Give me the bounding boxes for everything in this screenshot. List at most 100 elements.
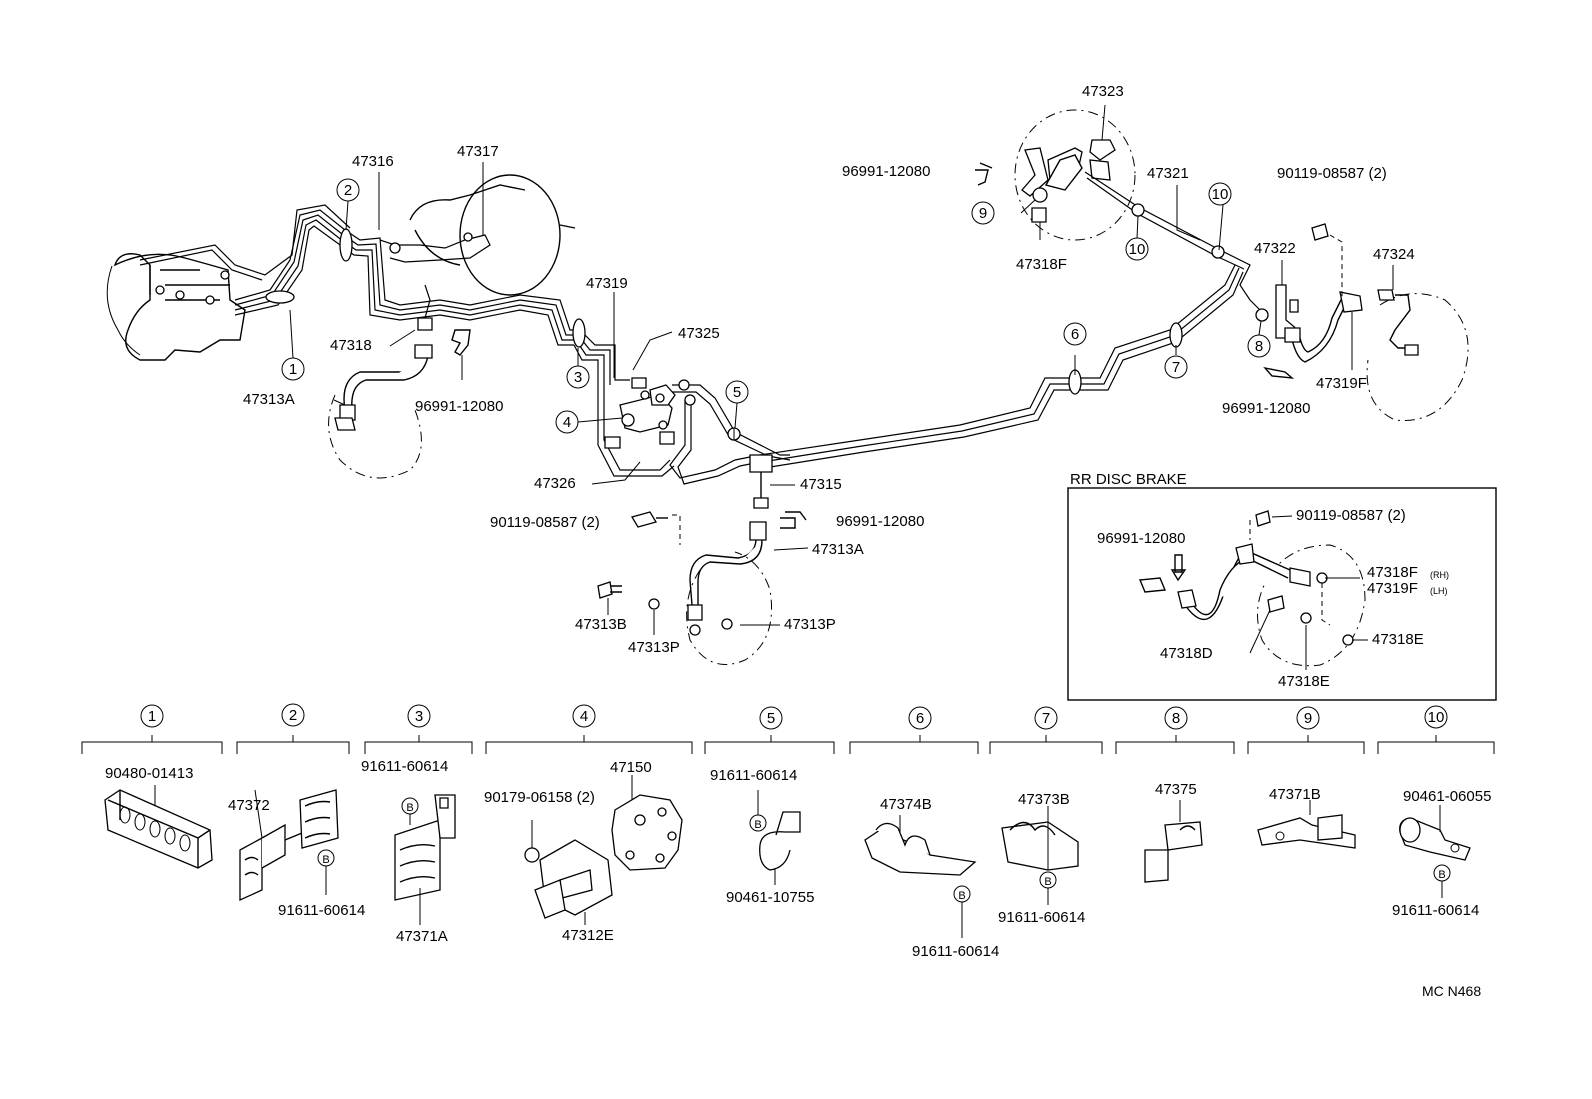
svg-text:6: 6: [916, 710, 924, 727]
svg-text:8: 8: [1172, 710, 1180, 727]
label-90179-06158: 90179-06158 (2): [484, 789, 595, 806]
label-47313P-b: 47313P: [784, 616, 836, 633]
svg-text:6: 6: [1071, 326, 1079, 343]
svg-text:1: 1: [148, 708, 156, 725]
bolt-marker: B: [754, 819, 761, 831]
label-rr-47318F: 47318F: [1367, 564, 1418, 581]
label-90480-01413: 90480-01413: [105, 765, 193, 782]
label-47313A-left: 47313A: [243, 391, 295, 408]
rr-disc-brake-title: RR DISC BRAKE: [1070, 471, 1187, 488]
label-90461-06055: 90461-06055: [1403, 788, 1491, 805]
label-90119-08587-mid: 90119-08587 (2): [490, 514, 600, 531]
label-47371A: 47371A: [396, 928, 448, 945]
label-rr-47318F-suffix: (RH): [1430, 570, 1449, 580]
label-rr-47318D: 47318D: [1160, 645, 1213, 662]
svg-text:2: 2: [344, 182, 352, 199]
bolt-marker: B: [1044, 876, 1051, 888]
label-96991-12080-top: 96991-12080: [842, 163, 930, 180]
label-rr-90119-08587: 90119-08587 (2): [1296, 507, 1406, 524]
callout-5: 5: [725, 380, 749, 429]
label-47318: 47318: [330, 337, 372, 354]
callout-6: 6: [1063, 322, 1087, 346]
label-90461-10755: 90461-10755: [726, 889, 814, 906]
svg-text:8: 8: [1255, 338, 1263, 355]
label-96991-12080-mid: 96991-12080: [836, 513, 924, 530]
label-g3-91611-60614: 91611-60614: [361, 758, 448, 775]
label-47371B: 47371B: [1269, 786, 1321, 803]
label-90119-08587-top: 90119-08587 (2): [1277, 165, 1387, 182]
label-47312E: 47312E: [562, 927, 614, 944]
callout-7: 7: [1164, 355, 1188, 379]
callout-4: 4: [555, 410, 623, 434]
label-rr-47318E-b: 47318E: [1278, 673, 1330, 690]
svg-text:5: 5: [733, 384, 741, 401]
master-cylinder-assembly: [106, 174, 580, 479]
figure-code: MC N468: [1422, 983, 1481, 999]
group-callout-5: 5: [759, 706, 783, 730]
label-rr-96991-12080: 96991-12080: [1097, 530, 1185, 547]
label-rr-47319F-suffix: (LH): [1430, 586, 1448, 596]
callout-1: 1: [281, 309, 305, 381]
svg-text:1: 1: [289, 361, 297, 378]
bottom-parts-row: [81, 735, 1495, 919]
bolt-marker: B: [1438, 869, 1445, 881]
label-47375: 47375: [1155, 781, 1197, 798]
group-callout-4: 4: [572, 704, 596, 728]
label-96991-12080-right: 96991-12080: [1222, 400, 1310, 417]
label-47317: 47317: [457, 143, 499, 160]
label-47318F-top: 47318F: [1016, 256, 1067, 273]
label-47150: 47150: [610, 759, 652, 776]
label-47374B: 47374B: [880, 796, 932, 813]
svg-text:10: 10: [1212, 186, 1229, 203]
label-47322: 47322: [1254, 240, 1296, 257]
group-callout-10: 10: [1424, 705, 1448, 729]
svg-text:4: 4: [580, 708, 588, 725]
group-callout-1: 1: [140, 704, 164, 728]
label-rr-47318E-a: 47318E: [1372, 631, 1424, 648]
svg-text:10: 10: [1129, 241, 1146, 258]
label-47319F: 47319F: [1316, 375, 1367, 392]
callout-9: 9: [971, 201, 995, 225]
svg-text:4: 4: [563, 414, 571, 431]
group-callout-2: 2: [281, 703, 305, 727]
callout-3: 3: [566, 348, 590, 389]
svg-text:9: 9: [979, 205, 987, 222]
svg-text:3: 3: [574, 369, 582, 386]
leader-lines: [154, 104, 1443, 938]
svg-text:10: 10: [1428, 709, 1445, 726]
label-47372: 47372: [228, 797, 270, 814]
label-g10-91611-60614: 91611-60614: [1392, 902, 1479, 919]
label-47323: 47323: [1082, 83, 1124, 100]
bolt-marker: B: [406, 802, 413, 814]
group-callout-8: 8: [1164, 706, 1188, 730]
label-47324: 47324: [1373, 246, 1415, 263]
label-47321: 47321: [1147, 165, 1189, 182]
group-callout-6: 6: [908, 706, 932, 730]
label-g6-91611-60614: 91611-60614: [912, 943, 999, 960]
label-47315: 47315: [800, 476, 842, 493]
svg-text:5: 5: [767, 710, 775, 727]
svg-text:7: 7: [1172, 359, 1180, 376]
bolt-marker: B: [958, 890, 965, 902]
label-47319: 47319: [586, 275, 628, 292]
label-rr-47319F: 47319F: [1367, 580, 1418, 597]
group-callout-9: 9: [1296, 706, 1320, 730]
group-callout-3: 3: [407, 704, 431, 728]
label-47313B: 47313B: [575, 616, 627, 633]
label-47316: 47316: [352, 153, 394, 170]
label-g5-91611-60614: 91611-60614: [710, 767, 797, 784]
label-47326: 47326: [534, 475, 576, 492]
callout-markers: 1 2 3 4 5 6 7 8 9 10 10: [281, 178, 1271, 434]
svg-text:2: 2: [289, 707, 297, 724]
label-96991-12080-a: 96991-12080: [415, 398, 503, 415]
label-47325: 47325: [678, 325, 720, 342]
rear-brake-top-assembly: [975, 109, 1469, 421]
label-g7-91611-60614: 91611-60614: [998, 909, 1085, 926]
svg-text:9: 9: [1304, 710, 1312, 727]
label-47313A-mid: 47313A: [812, 541, 864, 558]
callout-2: 2: [336, 178, 360, 231]
svg-text:7: 7: [1042, 710, 1050, 727]
bolt-markers: B B B B B B: [322, 802, 1445, 902]
